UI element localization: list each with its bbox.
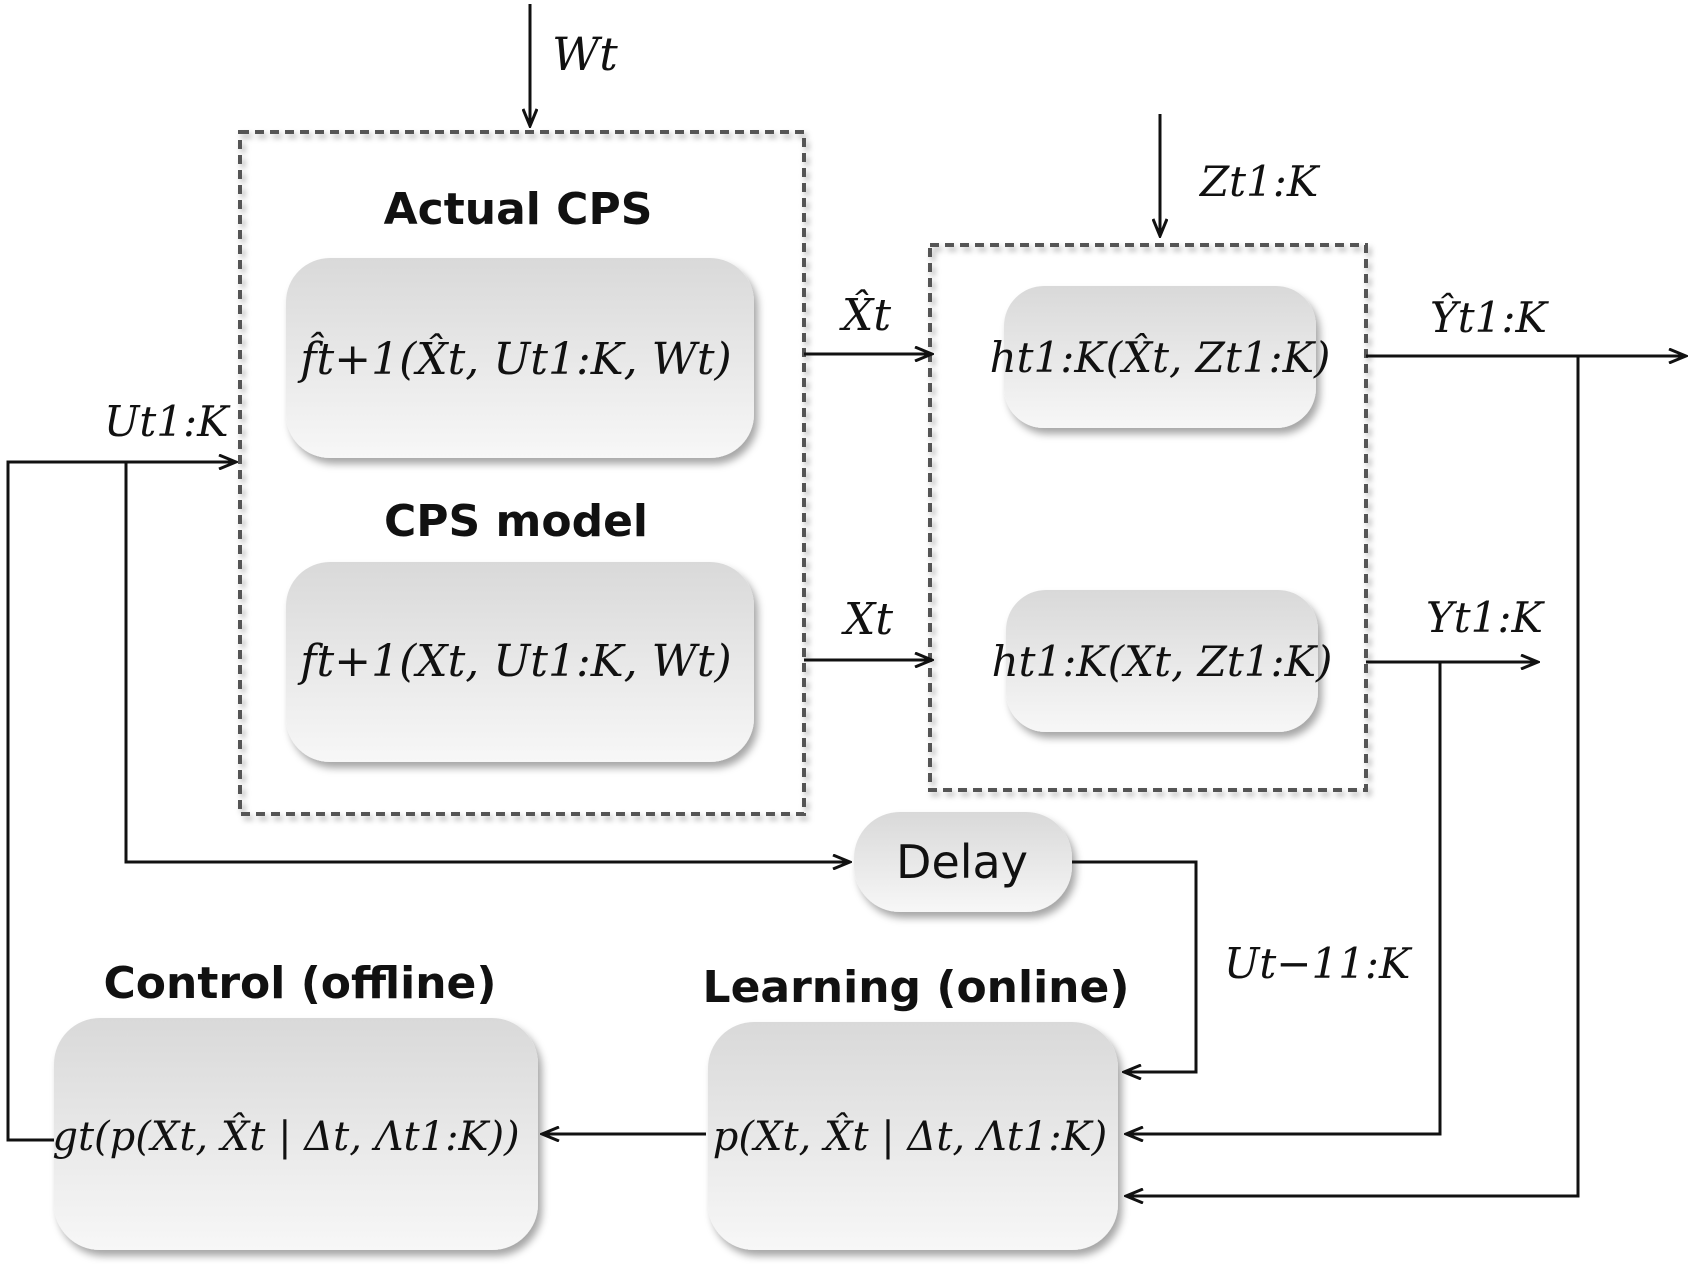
cps-model-title: CPS model [384,496,648,547]
control-box [54,1018,538,1250]
cps-model-formula: ft+1(Xt, Ut1:K, Wt) [297,636,731,687]
z-signal-label: Zt1:K [1198,157,1321,206]
cps-dashed-container [238,130,806,816]
learning-title: Learning (online) [703,962,1130,1013]
u-to-delay-wire [124,462,850,862]
y-hat-signal-label: Ŷt1:K [1430,292,1549,342]
h-model-formula: ht1:K(Xt, Zt1:K) [992,637,1333,686]
delay-label: Delay [896,835,1028,889]
y-feedback-wire [1126,662,1442,1134]
learning-box [708,1022,1118,1250]
learning-formula: p(Xt, X̂t | Δt, Λt1:K) [713,1114,1107,1160]
u-prev-signal-label: Ut−11:K [1224,939,1413,988]
cps-model-box [286,562,754,762]
y-signal-label: Yt1:K [1426,593,1545,642]
delay-to-learning-wire [1072,860,1198,1072]
w-signal-label: Wt [552,27,618,81]
h-actual-box [1004,286,1316,428]
control-feedback-wire [6,462,236,1142]
x-hat-signal-label: X̂t [839,288,891,341]
h-actual-formula: ht1:K(X̂t, Zt1:K) [990,331,1331,382]
measurement-dashed-container [928,243,1368,792]
delay-box [854,812,1072,912]
actual-cps-box [286,258,754,458]
x-signal-label: Xt [841,594,893,645]
control-title: Control (offline) [103,958,496,1009]
y-hat-feedback-wire [1126,356,1580,1196]
control-formula: gt(p(Xt, X̂t | Δt, Λt1:K)) [52,1114,519,1160]
u-signal-label: Ut1:K [104,397,231,446]
actual-cps-title: Actual CPS [384,184,653,235]
actual-cps-formula: f̂t+1(X̂t, Ut1:K, Wt) [297,330,731,385]
h-model-box [1006,590,1318,732]
